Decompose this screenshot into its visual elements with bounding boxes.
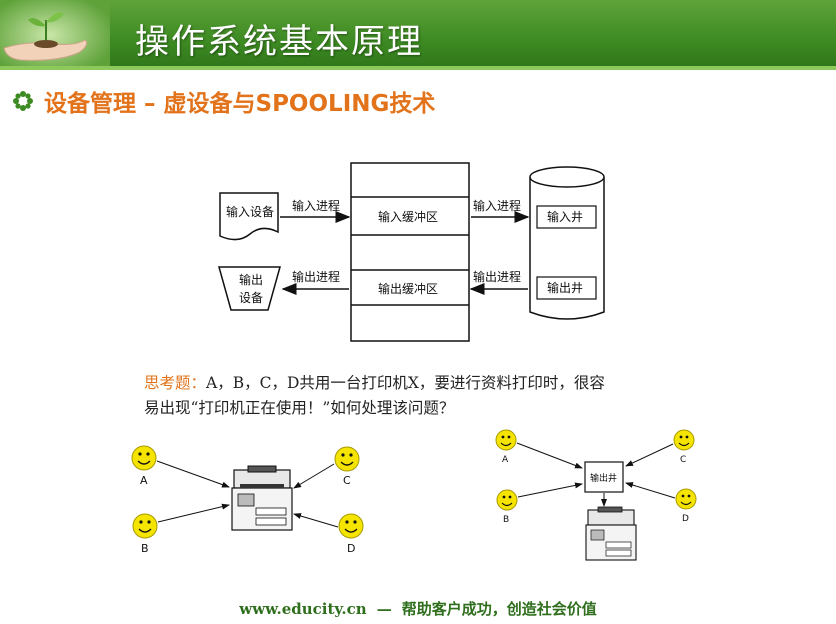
input-device-label: 输入设备: [226, 204, 274, 219]
right-output-well-label: 输出井: [590, 472, 617, 484]
footer-slogan: 帮助客户成功，创造社会价值: [401, 600, 597, 618]
left-user-c-label: C: [343, 474, 351, 487]
footer-url: www.educity.cn: [239, 600, 367, 618]
right-user-d-label: D: [682, 514, 689, 524]
right-user-d-smiley-icon: [675, 488, 697, 510]
question-line-2: 易出现“打印机正在使用！”如何处理该问题？: [144, 399, 455, 417]
question-line-1: 思考题：A，B，C，D共用一台打印机X，要进行资料打印时，很容: [144, 371, 704, 396]
left-user-b-label: B: [141, 542, 149, 555]
input-device-shape: [219, 192, 279, 241]
output-well-box: [536, 276, 597, 300]
input-buffer-label: 输入缓冲区: [378, 209, 438, 224]
flower-bullet-icon: [13, 91, 33, 111]
left-user-a-label: A: [140, 474, 148, 487]
left-arrow-d-to-printer: [293, 513, 339, 528]
right-user-b-smiley-icon: [496, 489, 518, 511]
right-arrow-a-to-well: [516, 442, 583, 469]
right-user-c-label: C: [680, 455, 686, 465]
question-text-1: A，B，C，D共用一台打印机X，要进行资料打印时，很容: [206, 374, 605, 392]
right-user-a-smiley-icon: [495, 429, 517, 451]
right-user-b-label: B: [503, 515, 509, 525]
left-user-b-smiley-icon: [132, 513, 158, 539]
output-device-label-1: 输出: [239, 272, 263, 287]
right-arrow-d-to-well: [625, 482, 676, 499]
hand-plant-logo-icon: [0, 0, 110, 70]
right-arrow-b-to-well: [517, 482, 583, 498]
buffer-column: [350, 162, 470, 342]
output-process-right-label: 输出进程: [473, 269, 521, 284]
output-device-shape: [218, 266, 281, 311]
right-printer-icon: [585, 506, 637, 561]
output-well-label: 输出井: [547, 280, 583, 295]
left-arrow-c-to-printer: [293, 463, 335, 489]
footer: www.educity.cn — 帮助客户成功，创造社会价值: [0, 598, 836, 619]
page-title: 操作系统基本原理: [135, 22, 423, 62]
right-arrow-c-to-well: [625, 443, 674, 467]
input-process-left-label: 输入进程: [292, 198, 340, 213]
left-user-a-smiley-icon: [131, 445, 157, 471]
output-process-left-label: 输出进程: [292, 269, 340, 284]
left-user-c-smiley-icon: [334, 446, 360, 472]
header-bar: 操作系统基本原理: [0, 0, 836, 70]
section-subtitle: 设备管理 – 虚设备与SPOOLING技术: [44, 91, 436, 117]
thinking-question: 思考题：A，B，C，D共用一台打印机X，要进行资料打印时，很容 易出现“打印机正…: [144, 371, 704, 421]
input-well-box: [536, 205, 597, 229]
right-user-a-label: A: [502, 455, 509, 465]
right-user-c-smiley-icon: [673, 429, 695, 451]
left-user-d-label: D: [347, 542, 355, 555]
left-arrow-b-to-printer: [157, 503, 230, 523]
header-accent-strip: [0, 66, 836, 70]
left-user-d-smiley-icon: [338, 513, 364, 539]
input-well-label: 输入井: [547, 209, 583, 224]
right-output-well-box: [584, 461, 624, 493]
footer-dash: —: [376, 600, 392, 618]
left-printer-icon: [231, 465, 293, 531]
input-process-right-label: 输入进程: [473, 198, 521, 213]
left-arrow-a-to-printer: [156, 460, 230, 488]
output-buffer-label: 输出缓冲区: [378, 281, 438, 296]
output-device-label-2: 设备: [239, 291, 263, 305]
question-label: 思考题：: [144, 374, 207, 392]
